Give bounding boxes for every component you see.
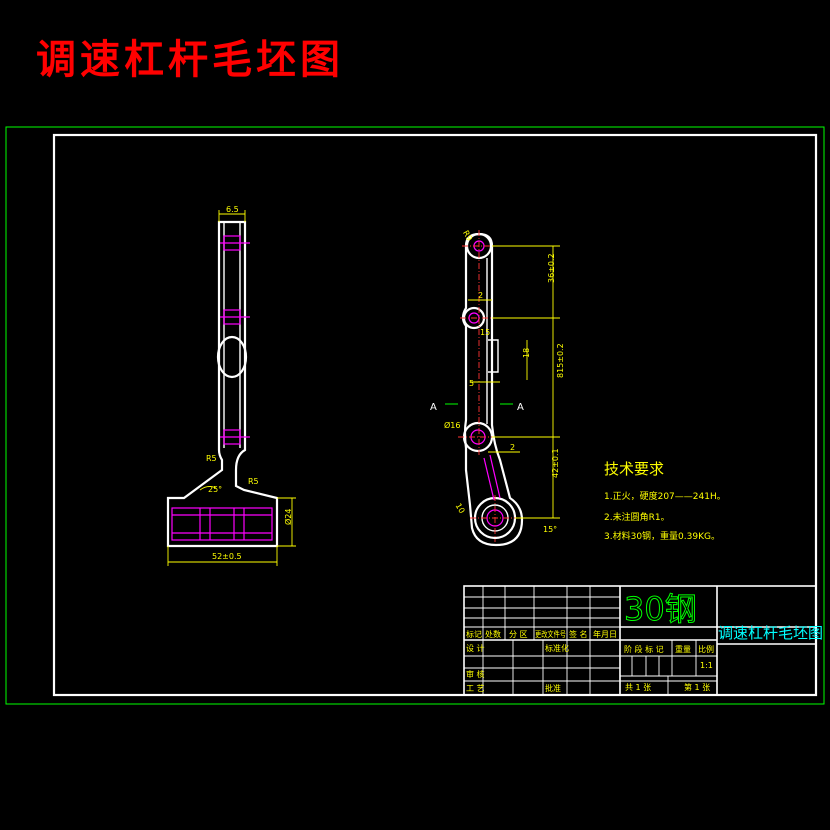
left-view: 6.5 R5 R5 25° Ø24 52±0.5 (166, 205, 296, 566)
rdim-d6: Ø16 (444, 420, 460, 430)
left-slot (216, 335, 248, 379)
tb-sign-1: 标准化 (545, 643, 569, 653)
rdim-d11: 15 (480, 328, 490, 337)
outer-frame (5, 126, 825, 705)
tb-rev-0: 标记 (466, 629, 482, 639)
inner-border (52, 133, 818, 697)
tb-stage-0: 阶 段 标 记 (624, 644, 664, 654)
tb-sheet-no: 第 1 张 (684, 682, 710, 692)
tech-item-2: 2.未注圆角R1。 (604, 511, 670, 523)
tb-rev-1: 处数 (485, 629, 501, 639)
tb-rev-5: 年月日 (593, 629, 617, 639)
rdim-d9: 10 (454, 502, 467, 515)
section-label-left: A (430, 402, 437, 413)
rdim-d7: 2 (510, 443, 515, 452)
tech-item-1: 1.正火，硬度207——241H。 (604, 490, 726, 502)
rdim-d4: 18 (522, 348, 531, 358)
tb-sheets-total: 共 1 张 (625, 683, 651, 692)
boss-bore (171, 507, 273, 541)
dim-r5-left: R5 (206, 454, 217, 463)
rdim-d10: 15° (543, 525, 557, 534)
rdim-d8: 42±0.1 (551, 448, 560, 478)
dim-angle-arc (199, 485, 217, 491)
dim-bottom-width: 52±0.5 (212, 552, 242, 561)
dim-diameter: Ø24 (283, 509, 293, 525)
dim-r5-right: R5 (248, 477, 259, 486)
tb-review-1: 工 艺 (466, 684, 485, 693)
rdim-d5: 5 (469, 379, 474, 388)
tech-item-3: 3.材料30钢，重量0.39KG。 (604, 530, 720, 542)
title-block: 标记 处数 分 区 更改文件号 签 名 年月日 设 计 标准化 审 核 工 艺 … (463, 585, 823, 696)
tb-review-2: 批准 (545, 683, 561, 693)
tb-rev-3: 更改文件号 (535, 629, 566, 639)
dim-top-width: 6.5 (226, 205, 239, 214)
tb-sign-0: 设 计 (466, 643, 485, 653)
rdim-d3: 815±0.2 (556, 343, 565, 378)
tb-drawing-name: 调速杠杆毛坯图 (718, 624, 823, 642)
section-label-right: A (517, 402, 524, 413)
tb-stage-2: 比例 (698, 644, 714, 654)
right-view: R9 36±0.2 2 815±0.2 18 5 Ø16 2 42±0.1 10… (430, 229, 565, 547)
right-hidden-1 (489, 454, 501, 499)
page-title: 调速杠杆毛坯图 (36, 36, 344, 83)
tb-review-0: 审 核 (466, 669, 485, 679)
right-hidden-2 (483, 457, 495, 501)
tech-title: 技术要求 (604, 460, 664, 478)
rdim-r-top: R9 (461, 229, 474, 243)
left-arm-outline (166, 220, 279, 548)
tb-scale: 1:1 (700, 661, 713, 670)
tech-requirements: 技术要求 1.正火，硬度207——241H。 2.未注圆角R1。 3.材料30钢… (604, 460, 726, 542)
tb-material: 30钢 (624, 590, 697, 628)
tb-stage-1: 重量 (675, 644, 691, 654)
right-slot-feature (488, 339, 499, 373)
tb-rev-2: 分 区 (509, 630, 528, 639)
tb-rev-4: 签 名 (569, 629, 588, 639)
rdim-d2: 2 (478, 291, 483, 300)
rdim-d1: 36±0.2 (547, 253, 556, 283)
dim-angle: 25° (208, 485, 222, 494)
